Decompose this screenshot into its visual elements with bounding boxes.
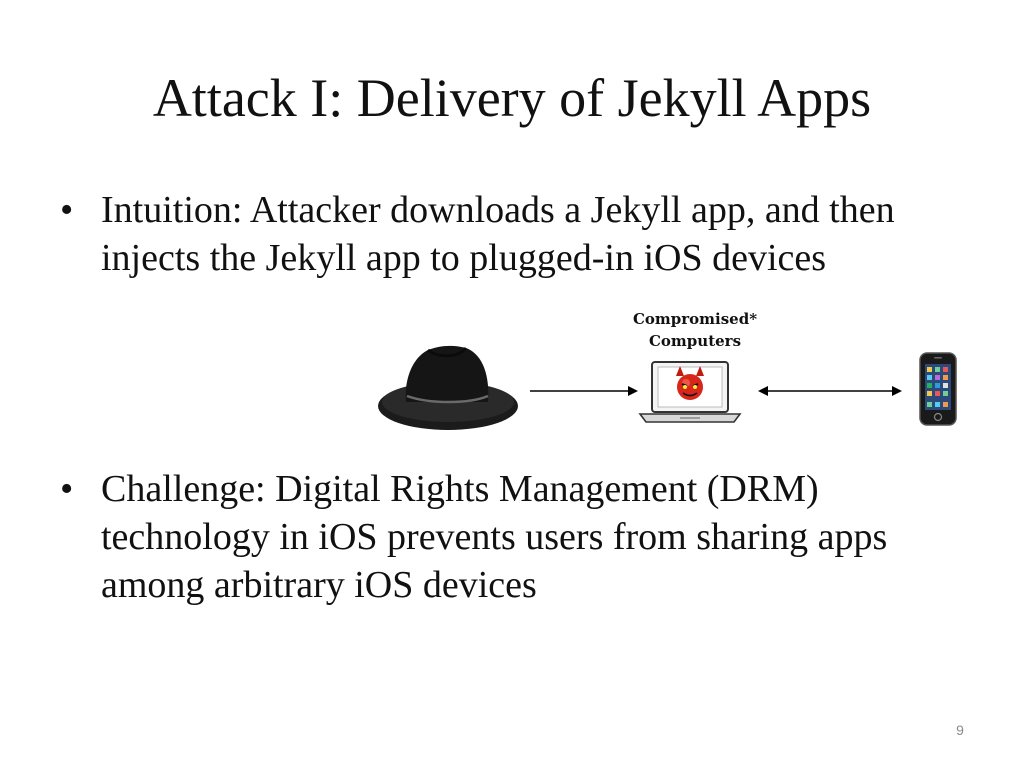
label-line1: Compromised* [632,310,758,328]
label-line2: Computers [648,332,742,350]
compromised-computers-label: Compromised* Computers [600,308,790,352]
right-arrow [530,386,638,396]
double-arrow [758,386,902,396]
bullet-marker: • [60,468,74,510]
bullet-challenge: • Challenge: Digital Rights Management (… [60,465,960,665]
bullet-marker: • [60,189,74,231]
iphone-icon [919,352,957,426]
laptop-devil-icon [638,361,742,423]
bullet-text: Challenge: Digital Rights Management (DR… [101,468,888,606]
black-hat-icon [378,345,518,430]
bullet-intuition: • Intuition: Attacker downloads a Jekyll… [60,186,960,336]
page-number: 9 [956,722,964,738]
slide-title: Attack I: Delivery of Jekyll Apps [152,68,872,128]
bullet-text: Intuition: Attacker downloads a Jekyll a… [101,189,895,279]
